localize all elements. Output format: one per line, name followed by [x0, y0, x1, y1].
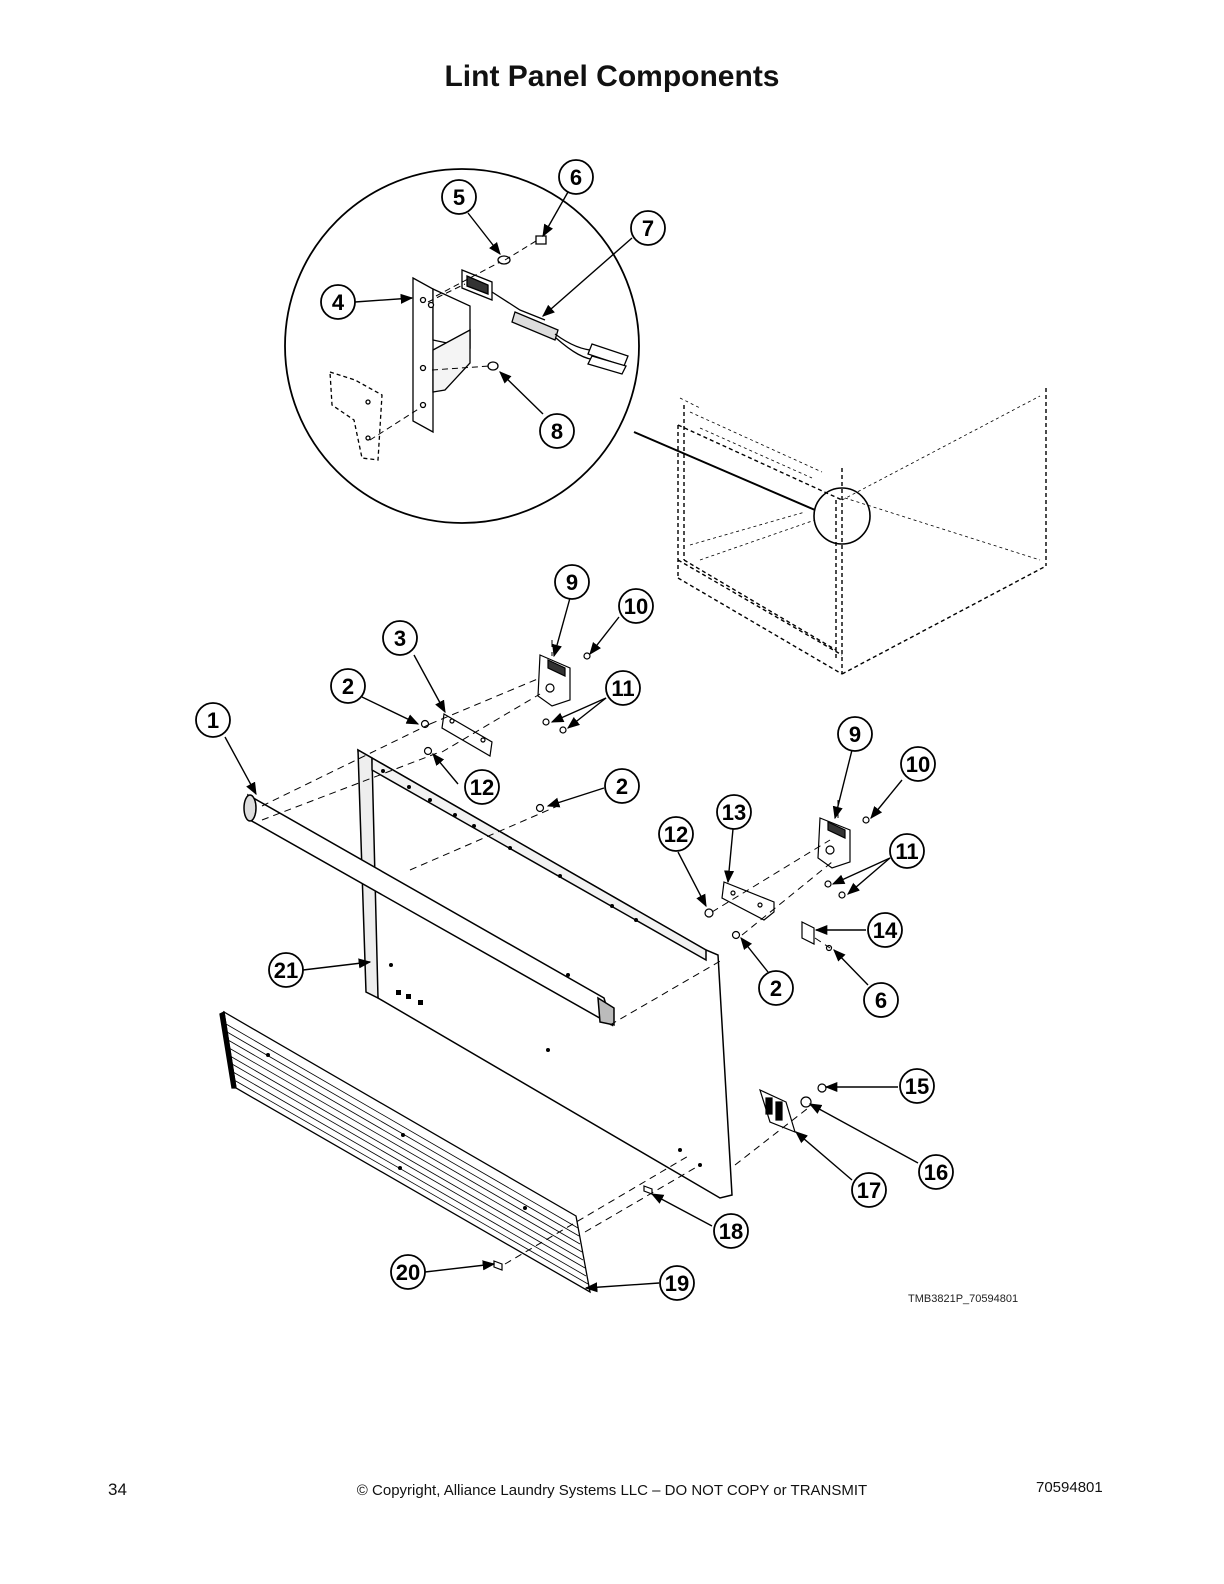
callout-11: 11 — [605, 670, 641, 706]
callout-20: 20 — [390, 1254, 426, 1290]
callout-2: 2 — [330, 668, 366, 704]
callout-label: 2 — [770, 976, 782, 1001]
callout-label: 7 — [642, 216, 654, 241]
callout-6: 6 — [863, 982, 899, 1018]
callout-18: 18 — [713, 1213, 749, 1249]
callout-label: 20 — [396, 1260, 420, 1285]
callout-3: 3 — [382, 620, 418, 656]
callout-circle — [604, 768, 640, 804]
callout-circle — [899, 1068, 935, 1104]
callout-circle — [195, 702, 231, 738]
callout-1: 1 — [195, 702, 231, 738]
callout-6: 6 — [558, 159, 594, 195]
callout-circle — [464, 769, 500, 805]
callout-14: 14 — [867, 912, 903, 948]
callout-label: 11 — [611, 676, 634, 701]
callout-label: 5 — [453, 185, 465, 210]
callout-12: 12 — [658, 816, 694, 852]
callout-label: 11 — [895, 839, 918, 864]
callout-19: 19 — [659, 1265, 695, 1301]
callout-17: 17 — [851, 1172, 887, 1208]
callout-circle — [390, 1254, 426, 1290]
callout-label: 10 — [906, 752, 930, 777]
callout-circle — [837, 716, 873, 752]
callout-10: 10 — [900, 746, 936, 782]
callout-circle — [441, 179, 477, 215]
callout-label: 9 — [849, 722, 861, 747]
callout-label: 8 — [551, 419, 563, 444]
callout-label: 12 — [470, 775, 494, 800]
callout-9: 9 — [837, 716, 873, 752]
callout-label: 6 — [570, 165, 582, 190]
callout-circle — [889, 833, 925, 869]
callout-label: 10 — [624, 594, 648, 619]
callout-circle — [863, 982, 899, 1018]
machine-cabinet-outline — [677, 388, 1047, 675]
callout-9: 9 — [554, 564, 590, 600]
lint-door-grille — [219, 1010, 591, 1294]
callout-circle — [716, 794, 752, 830]
callout-label: 14 — [873, 918, 898, 943]
callout-label: 9 — [566, 570, 578, 595]
callout-circle — [605, 670, 641, 706]
drawing-number: TMB3821P_70594801 — [908, 1293, 1018, 1305]
callout-label: 18 — [719, 1219, 743, 1244]
callout-21: 21 — [268, 952, 304, 988]
callout-circle — [758, 970, 794, 1006]
callout-8: 8 — [539, 413, 575, 449]
callout-circle — [659, 1265, 695, 1301]
callout-circle — [382, 620, 418, 656]
leader-arrows — [224, 191, 919, 1293]
detail-magnifier — [284, 168, 871, 545]
page-number: 34 — [108, 1480, 127, 1499]
page-title: Lint Panel Components — [444, 60, 780, 93]
callout-2: 2 — [758, 970, 794, 1006]
callout-circle — [867, 912, 903, 948]
callout-16: 16 — [918, 1154, 954, 1190]
assembly-alignment-lines — [261, 640, 839, 1265]
callout-circle — [713, 1213, 749, 1249]
callout-circle — [918, 1154, 954, 1190]
callout-label: 2 — [342, 674, 354, 699]
callout-circle — [320, 284, 356, 320]
callout-label: 2 — [616, 774, 628, 799]
document-number: 70594801 — [1036, 1479, 1103, 1496]
callout-label: 16 — [924, 1160, 948, 1185]
callout-label: 1 — [207, 708, 219, 733]
callout-5: 5 — [441, 179, 477, 215]
callout-12: 12 — [464, 769, 500, 805]
callout-label: 21 — [274, 958, 298, 983]
callout-circle — [330, 668, 366, 704]
callout-circle — [539, 413, 575, 449]
callout-15: 15 — [899, 1068, 935, 1104]
callout-circle — [268, 952, 304, 988]
callout-2: 2 — [604, 768, 640, 804]
callout-bubbles: 1222345667899101011111212131415161718192… — [195, 159, 954, 1301]
callout-label: 6 — [875, 988, 887, 1013]
callout-13: 13 — [716, 794, 752, 830]
panel-top-trim-bar — [243, 793, 615, 1027]
callout-label: 17 — [857, 1178, 881, 1203]
callout-7: 7 — [630, 210, 666, 246]
detail-parts — [329, 235, 629, 461]
callout-label: 3 — [394, 626, 406, 651]
callout-circle — [658, 816, 694, 852]
callout-circle — [618, 588, 654, 624]
callout-circle — [900, 746, 936, 782]
callout-11: 11 — [889, 833, 925, 869]
callout-label: 12 — [664, 822, 688, 847]
copyright-notice: © Copyright, Alliance Laundry Systems LL… — [356, 1482, 868, 1499]
callout-circle — [554, 564, 590, 600]
callout-label: 19 — [665, 1271, 689, 1296]
callout-label: 15 — [905, 1074, 929, 1099]
callout-4: 4 — [320, 284, 356, 320]
callout-10: 10 — [618, 588, 654, 624]
callout-circle — [558, 159, 594, 195]
callout-label: 4 — [332, 290, 345, 315]
callout-circle — [851, 1172, 887, 1208]
callout-label: 13 — [722, 800, 746, 825]
hinge-brackets-and-hardware — [420, 652, 870, 1271]
callout-circle — [630, 210, 666, 246]
